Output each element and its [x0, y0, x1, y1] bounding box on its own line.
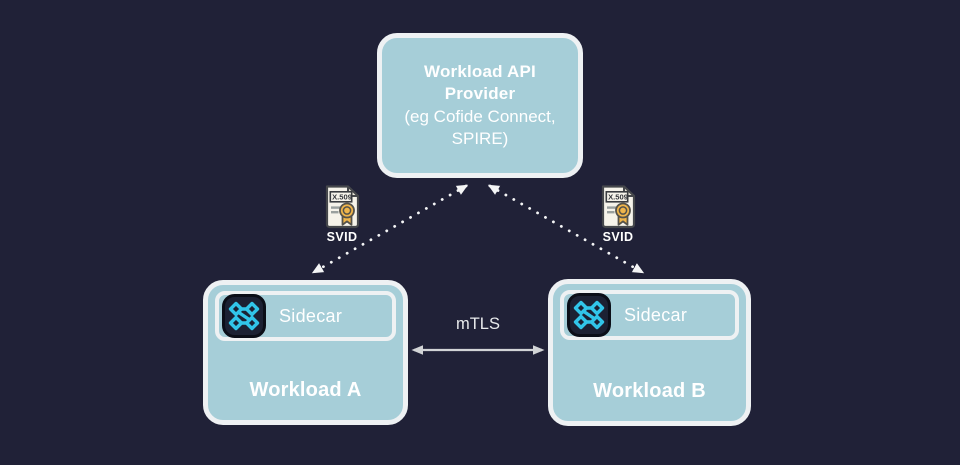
sidecar-label: Sidecar	[279, 305, 343, 326]
workload-a-title: Workload A	[249, 379, 362, 401]
workload-b-box: Sidecar Workload B	[548, 279, 751, 426]
sidecar-box-b: Sidecar	[560, 290, 739, 340]
provider-subtitle: (eg Cofide Connect, SPIRE)	[404, 106, 556, 148]
cert-doc-type-label: X.509	[608, 193, 628, 202]
cert-doc-type-label: X.509	[332, 193, 352, 202]
workload-api-provider-box: Workload API Provider (eg Cofide Connect…	[377, 33, 583, 178]
sidecar-label: Sidecar	[624, 304, 688, 325]
x509-svid-certificate-right: X.509 SVID	[596, 184, 640, 244]
seal-badge	[614, 202, 631, 219]
dotted-arrow-provider-to-workload-b	[487, 184, 645, 274]
x509-certificate-icon: X.509	[601, 185, 635, 229]
workload-b-title: Workload B	[593, 380, 706, 402]
seal-badge	[338, 202, 355, 219]
cofide-logo-icon	[567, 293, 611, 337]
dotted-arrow-provider-to-workload-a	[311, 184, 469, 274]
sidecar-box-a: Sidecar	[215, 291, 396, 341]
x509-certificate-icon: X.509	[325, 185, 359, 229]
cofide-logo-icon	[222, 294, 266, 338]
x509-svid-certificate-left: X.509 SVID	[320, 184, 364, 244]
provider-title: Workload API Provider	[424, 61, 536, 104]
mtls-label: mTLS	[455, 315, 500, 333]
svid-label: SVID	[326, 230, 358, 244]
svid-label: SVID	[602, 230, 634, 244]
workload-a-box: Sidecar Workload A	[203, 280, 408, 425]
